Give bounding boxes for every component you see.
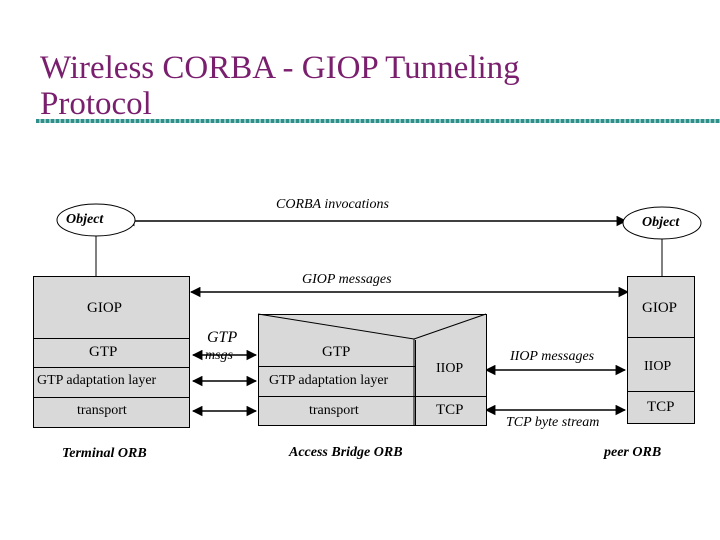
terminal-gtp-adaptation-label: GTP adaptation layer [37,373,157,388]
gtp-msgs-label-line2: msgs [205,348,234,363]
slide-title-line2: Protocol [40,86,152,122]
bridge-transport-label: transport [309,403,359,418]
corba-invocations-label: CORBA invocations [276,197,389,212]
bridge-vertical-divider [415,340,416,425]
terminal-transport-label: transport [77,403,127,418]
bridge-tcp-label: TCP [436,402,464,418]
terminal-orb-stack [33,276,190,428]
title-underline [36,119,720,123]
terminal-gtp-adaptation-cell [34,367,189,397]
giop-messages-label: GIOP messages [302,272,392,287]
peer-iiop-label: IIOP [644,359,672,374]
peer-giop-label: GIOP [642,300,678,316]
tcp-byte-stream-label: TCP byte stream [506,415,600,430]
object-right-ellipse [622,206,702,240]
terminal-transport-cell [34,397,189,427]
peer-tcp-label: TCP [647,399,675,415]
peer-orb-stack [627,276,695,424]
terminal-orb-label: Terminal ORB [62,446,147,461]
terminal-gtp-cell [34,338,189,367]
slide-title: Wireless CORBA - GIOP Tunneling Protocol [40,50,680,122]
object-left-ellipse [56,203,136,237]
terminal-gtp-label: GTP [89,344,118,360]
iiop-messages-label: IIOP messages [510,349,595,364]
access-bridge-orb-label: Access Bridge ORB [289,445,403,460]
terminal-giop-label: GIOP [87,300,123,316]
gtp-msgs-label-line1: GTP [207,329,238,346]
object-right-label: Object [642,215,680,230]
bridge-gtp-adaptation-label: GTP adaptation layer [269,373,389,388]
peer-tcp-cell [628,391,694,423]
bridge-gtp-divider [259,366,416,367]
object-left-label: Object [66,212,104,227]
bridge-gtp-label: GTP [322,344,351,360]
bridge-iiop-label: IIOP [436,361,464,376]
peer-orb-label: peer ORB [604,445,662,460]
peer-iiop-cell [628,337,694,391]
bridge-transport-divider [259,396,486,397]
slide-title-line1: Wireless CORBA - GIOP Tunneling [40,50,520,86]
